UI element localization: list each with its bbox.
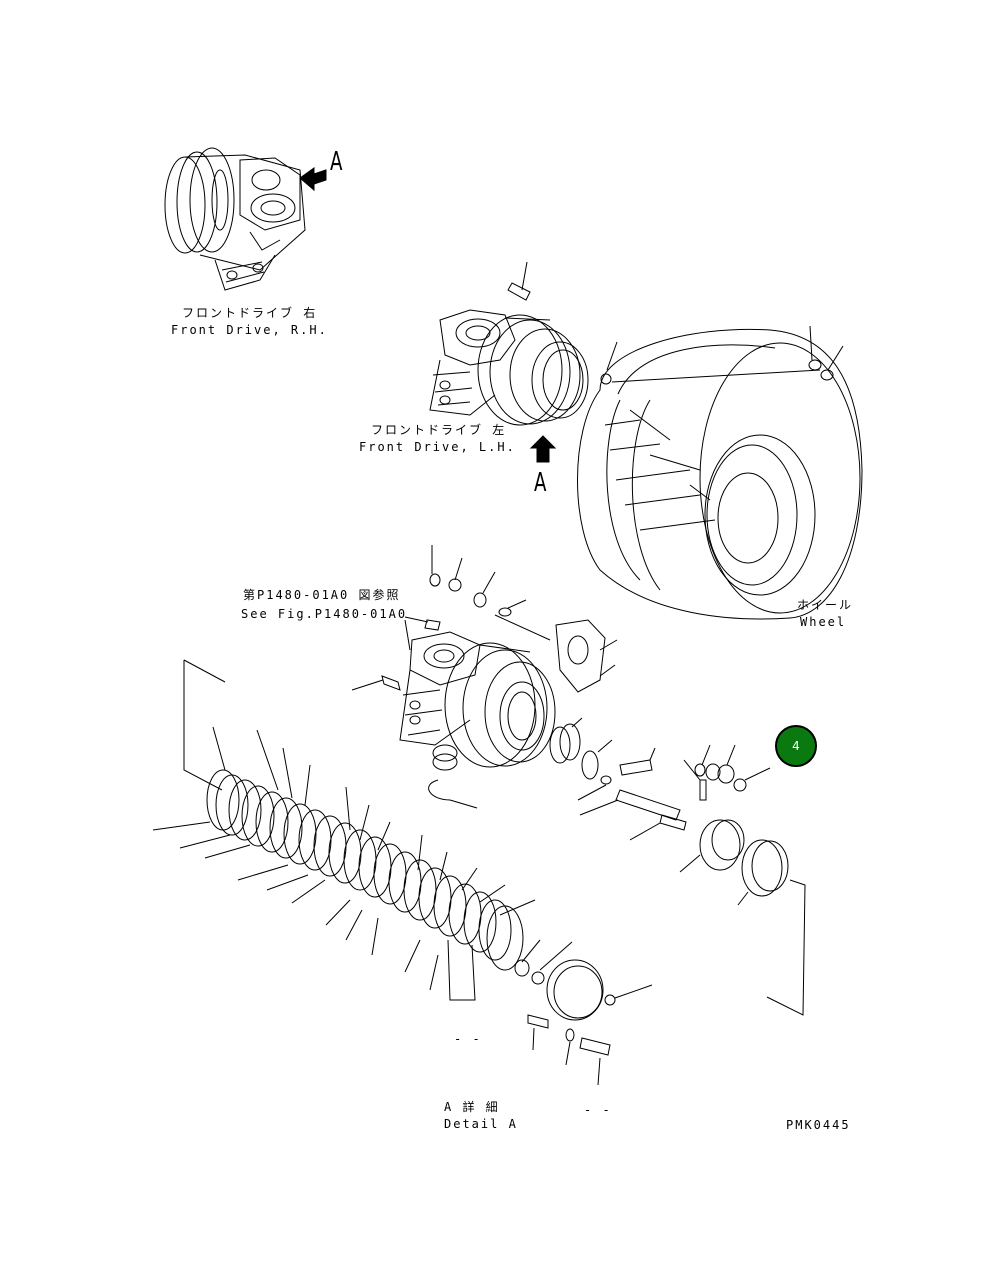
drawing-number: PMK0445: [786, 1118, 851, 1132]
front-drive-rh-label-en: Front Drive, R.H.: [171, 323, 328, 337]
view-arrow-a-rh: [300, 168, 326, 190]
view-a-label-top: A: [330, 147, 343, 177]
detail-a-label-en: Detail A: [444, 1117, 518, 1131]
front-drive-rh: [165, 148, 305, 290]
leader-lines: [153, 660, 805, 1015]
front-drive-lh: [430, 262, 820, 425]
ref-leader: [405, 620, 410, 650]
front-drive-rh-label-jp: フロントドライブ 右: [182, 306, 318, 320]
detail-a-label-jp: A 詳 細: [444, 1100, 500, 1114]
part-callout-badge[interactable]: 4: [775, 725, 817, 767]
front-drive-lh-label-jp: フロントドライブ 左: [371, 423, 507, 437]
view-a-label-mid: A: [534, 468, 547, 498]
wheel-label-en: Wheel: [800, 615, 847, 629]
fittings: [430, 545, 550, 640]
dash-mark-1: - -: [454, 1032, 482, 1046]
dash-mark-2: - -: [584, 1103, 612, 1117]
wheel-label-jp: ホイール: [797, 598, 854, 612]
gear-parts: [550, 718, 788, 905]
wheel: [578, 326, 863, 619]
clutch-pack: [207, 770, 652, 1085]
view-arrow-a-lh: [531, 436, 555, 462]
see-fig-label-jp: 第P1480-01A0 図参照: [243, 588, 401, 602]
front-drive-lh-label-en: Front Drive, L.H.: [359, 440, 516, 454]
hub-assembly: [352, 617, 617, 808]
see-fig-label-en: See Fig.P1480-01A0: [241, 607, 408, 621]
